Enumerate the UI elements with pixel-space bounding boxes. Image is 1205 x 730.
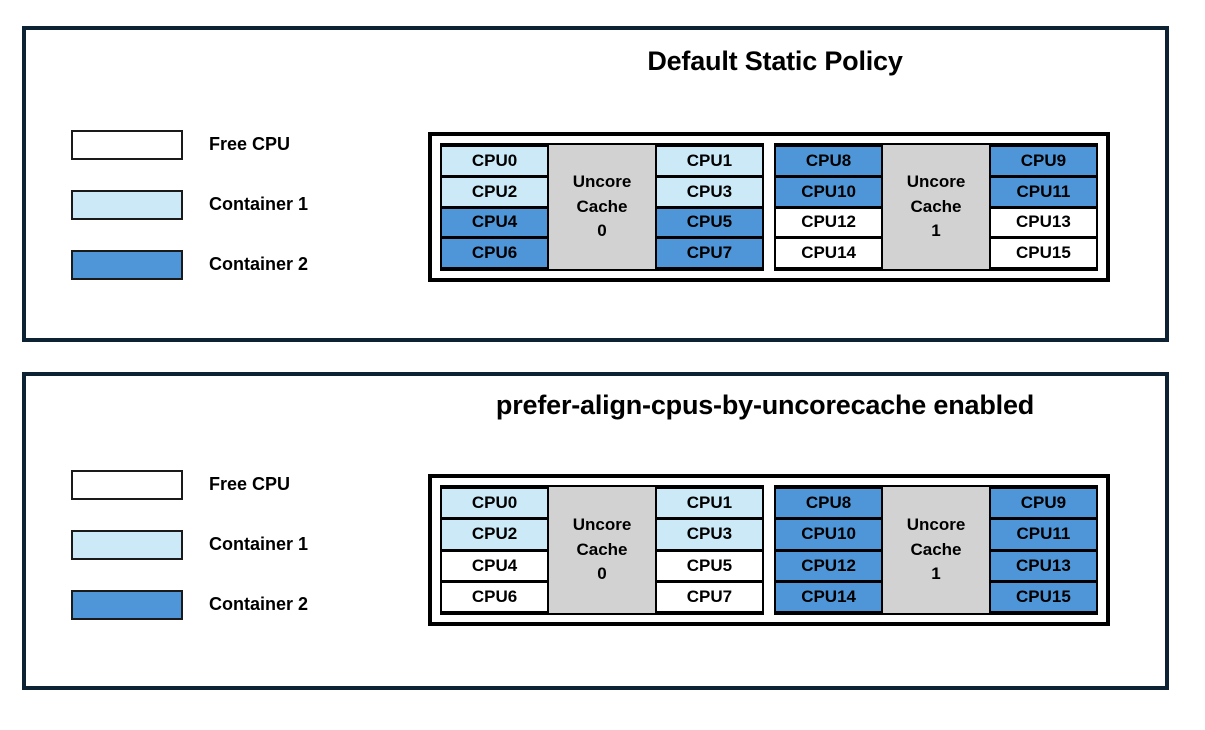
cpu-column-left: CPU8 CPU10 CPU12 CPU14 bbox=[776, 145, 884, 269]
uncore-cache-label-1: Uncore Cache 1 bbox=[883, 145, 989, 269]
page-title-top: Default Static Policy bbox=[647, 46, 903, 76]
uncore-cache-line-1: Uncore bbox=[572, 515, 632, 535]
cpu-cell: CPU10 bbox=[776, 518, 884, 551]
uncore-cache-line-1: Uncore bbox=[906, 515, 966, 535]
legend-item-container-1: Container 1 bbox=[71, 190, 401, 250]
legend-swatch-free-cpu bbox=[71, 470, 183, 500]
uncore-cache-line-3: 1 bbox=[931, 564, 941, 584]
legend-label-container-1: Container 1 bbox=[209, 194, 309, 214]
cpu-cell: CPU10 bbox=[776, 175, 884, 208]
legend-label-container-2: Container 2 bbox=[209, 254, 309, 274]
cpu-cell: CPU6 bbox=[442, 237, 550, 269]
cpu-cell: CPU15 bbox=[988, 237, 1096, 269]
legend-swatch-container-2 bbox=[71, 250, 183, 280]
cpu-cell: CPU0 bbox=[442, 487, 550, 520]
uncore-cache-line-3: 0 bbox=[597, 564, 607, 584]
cpu-cell: CPU8 bbox=[776, 145, 884, 177]
legend-bottom: Free CPU Container 1 Container 2 bbox=[71, 470, 401, 650]
legend-swatch-container-1 bbox=[71, 530, 183, 560]
uncore-cache-label-1: Uncore Cache 1 bbox=[883, 487, 989, 613]
legend-top: Free CPU Container 1 Container 2 bbox=[71, 130, 401, 310]
cpu-cell: CPU7 bbox=[654, 237, 762, 269]
cpu-cell: CPU0 bbox=[442, 145, 550, 177]
cpu-topology-diagram-bottom: CPU0 CPU2 CPU4 CPU6 Uncore Cache 0 CPU1 … bbox=[428, 474, 1110, 626]
uncore-cache-group-1: CPU8 CPU10 CPU12 CPU14 Uncore Cache 1 CP… bbox=[774, 143, 1098, 271]
cpu-column-right: CPU9 CPU11 CPU13 CPU15 bbox=[988, 145, 1096, 269]
cpu-cell: CPU2 bbox=[442, 518, 550, 551]
cpu-column-right: CPU1 CPU3 CPU5 CPU7 bbox=[654, 487, 762, 613]
cpu-cell: CPU8 bbox=[776, 487, 884, 520]
cpu-cell: CPU7 bbox=[654, 580, 762, 613]
cpu-column-left: CPU8 CPU10 CPU12 CPU14 bbox=[776, 487, 884, 613]
legend-item-container-2: Container 2 bbox=[71, 250, 401, 310]
uncore-cache-line-3: 1 bbox=[931, 221, 941, 241]
uncore-cache-line-2: Cache bbox=[910, 539, 962, 559]
cpu-cell: CPU12 bbox=[776, 206, 884, 239]
legend-swatch-container-1 bbox=[71, 190, 183, 220]
uncore-cache-group-0: CPU0 CPU2 CPU4 CPU6 Uncore Cache 0 CPU1 … bbox=[440, 143, 764, 271]
cpu-cell: CPU1 bbox=[654, 145, 762, 177]
uncore-cache-label-0: Uncore Cache 0 bbox=[549, 487, 655, 613]
cpu-cell: CPU11 bbox=[988, 175, 1096, 208]
cpu-column-right: CPU9 CPU11 CPU13 CPU15 bbox=[988, 487, 1096, 613]
uncore-cache-line-2: Cache bbox=[576, 539, 628, 559]
cpu-topology-diagram-top: CPU0 CPU2 CPU4 CPU6 Uncore Cache 0 CPU1 … bbox=[428, 132, 1110, 282]
cpu-cell: CPU11 bbox=[988, 518, 1096, 551]
legend-swatch-container-2 bbox=[71, 590, 183, 620]
legend-item-container-2: Container 2 bbox=[71, 590, 401, 650]
cpu-cell: CPU5 bbox=[654, 549, 762, 582]
legend-swatch-free-cpu bbox=[71, 130, 183, 160]
legend-item-free-cpu: Free CPU bbox=[71, 470, 401, 530]
legend-label-container-2: Container 2 bbox=[209, 594, 309, 614]
uncore-cache-line-1: Uncore bbox=[906, 172, 966, 192]
legend-item-free-cpu: Free CPU bbox=[71, 130, 401, 190]
cpu-cell: CPU15 bbox=[988, 580, 1096, 613]
cpu-cell: CPU3 bbox=[654, 518, 762, 551]
cpu-cell: CPU3 bbox=[654, 175, 762, 208]
cpu-cell: CPU6 bbox=[442, 580, 550, 613]
uncore-cache-line-3: 0 bbox=[597, 221, 607, 241]
cpu-cell: CPU2 bbox=[442, 175, 550, 208]
uncore-cache-line-2: Cache bbox=[910, 196, 962, 216]
uncore-cache-group-0: CPU0 CPU2 CPU4 CPU6 Uncore Cache 0 CPU1 … bbox=[440, 485, 764, 615]
cpu-cell: CPU4 bbox=[442, 549, 550, 582]
cpu-cell: CPU13 bbox=[988, 206, 1096, 239]
cpu-cell: CPU12 bbox=[776, 549, 884, 582]
legend-label-container-1: Container 1 bbox=[209, 534, 309, 554]
uncore-cache-group-1: CPU8 CPU10 CPU12 CPU14 Uncore Cache 1 CP… bbox=[774, 485, 1098, 615]
cpu-cell: CPU9 bbox=[988, 487, 1096, 520]
legend-label-free-cpu: Free CPU bbox=[209, 134, 291, 154]
cpu-cell: CPU4 bbox=[442, 206, 550, 239]
cpu-column-left: CPU0 CPU2 CPU4 CPU6 bbox=[442, 487, 550, 613]
cpu-cell: CPU9 bbox=[988, 145, 1096, 177]
cpu-cell: CPU13 bbox=[988, 549, 1096, 582]
uncore-cache-line-1: Uncore bbox=[572, 172, 632, 192]
cpu-column-left: CPU0 CPU2 CPU4 CPU6 bbox=[442, 145, 550, 269]
cpu-cell: CPU1 bbox=[654, 487, 762, 520]
legend-label-free-cpu: Free CPU bbox=[209, 474, 291, 494]
cpu-cell: CPU14 bbox=[776, 580, 884, 613]
page-title-bottom: prefer-align-cpus-by-uncorecache enabled bbox=[495, 390, 1035, 420]
legend-item-container-1: Container 1 bbox=[71, 530, 401, 590]
uncore-cache-line-2: Cache bbox=[576, 196, 628, 216]
cpu-cell: CPU14 bbox=[776, 237, 884, 269]
uncore-cache-label-0: Uncore Cache 0 bbox=[549, 145, 655, 269]
cpu-column-right: CPU1 CPU3 CPU5 CPU7 bbox=[654, 145, 762, 269]
cpu-cell: CPU5 bbox=[654, 206, 762, 239]
